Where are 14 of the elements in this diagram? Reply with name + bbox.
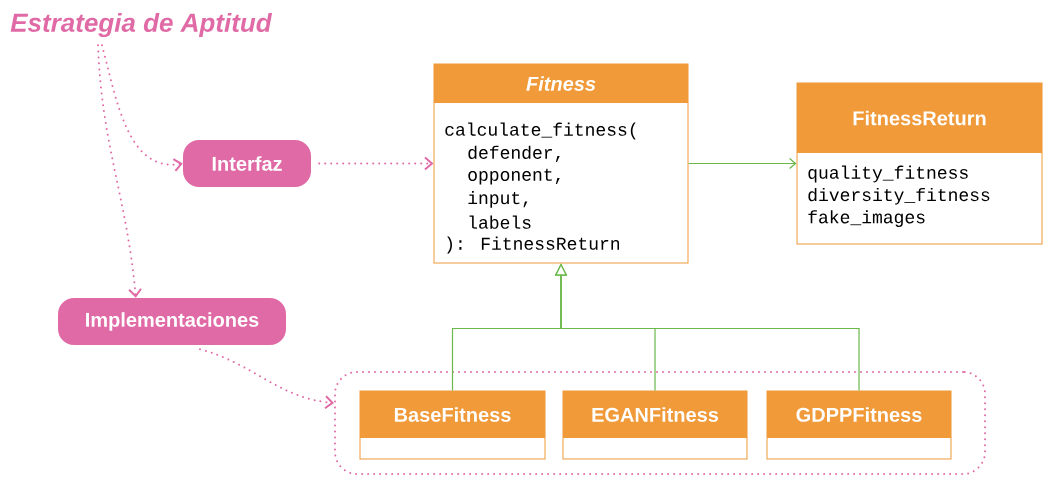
arrow xyxy=(199,348,334,410)
arrow xyxy=(318,156,434,171)
class-box: BaseFitness xyxy=(359,390,546,460)
class-box: GDPPFitness xyxy=(766,390,952,460)
arrow xyxy=(97,44,143,298)
class-box: EGANFitness xyxy=(562,390,748,460)
rounded-label-box: Interfaz xyxy=(183,140,311,187)
rounded-label-box: Implementaciones xyxy=(58,298,286,345)
title-text: Estrategia de Aptitud xyxy=(10,12,273,38)
arrow xyxy=(101,44,183,172)
class-box: Fitness calculate_fitness( defender, opponent, input, labels ): FitnessReturn xyxy=(433,63,689,264)
dotted-group-frame xyxy=(334,371,986,475)
class-box: FitnessReturn quality_fitness diversity_fitness fake_images xyxy=(796,82,1043,245)
arrow xyxy=(687,157,797,170)
